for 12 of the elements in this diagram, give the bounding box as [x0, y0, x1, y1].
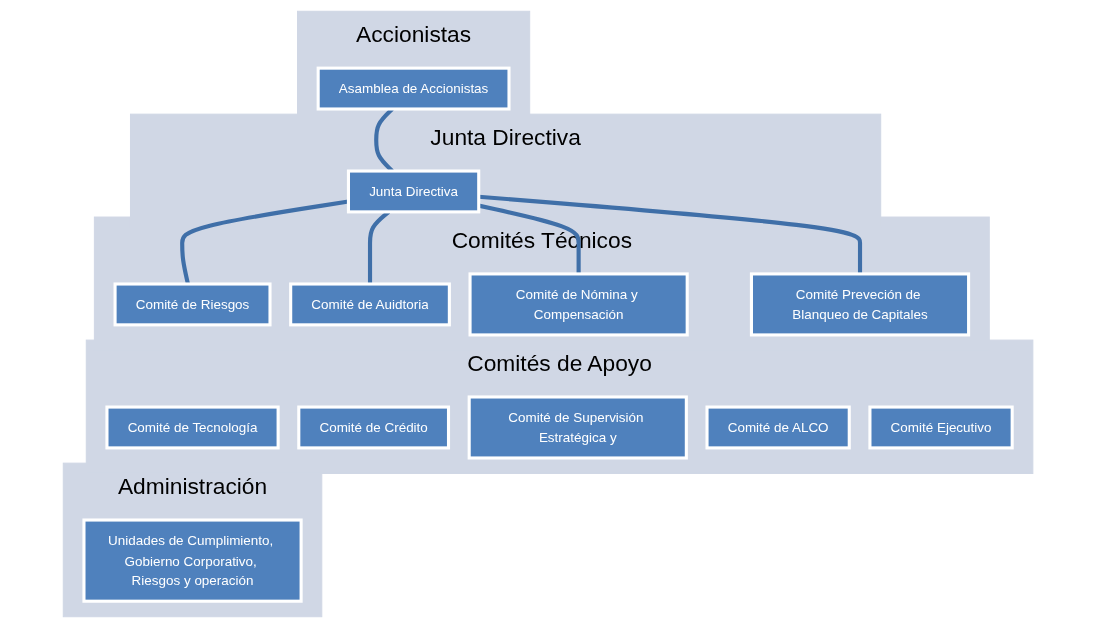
node-box: Comité de Tecnología [105, 405, 280, 450]
node-box: Comité de ALCO [705, 405, 851, 450]
node-box: Comité Ejecutivo [868, 405, 1014, 450]
node-box: Junta Directiva [346, 169, 481, 214]
node-box: Comité de Crédito [297, 405, 450, 450]
node-box: Comité de Auidtoria [289, 282, 451, 327]
node-box: Unidades de Cumplimiento, Gobierno Corporativo, Riesgos y operación [82, 518, 303, 603]
node-box: Comité Preveción de Blanqueo de Capitales [749, 272, 971, 337]
node-box: Comité de Nómina y Compensación [468, 272, 689, 337]
node-box: Asamblea de Accionistas [316, 66, 511, 111]
node-box: Comité de Riesgos [113, 282, 272, 327]
node-box: Comité de Supervisión Estratégica y [467, 395, 688, 460]
